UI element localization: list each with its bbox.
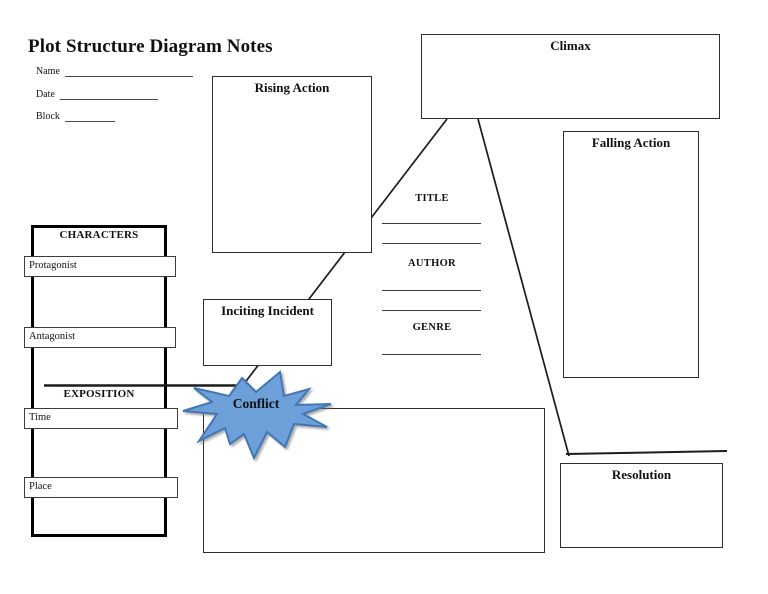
title-blank-line-1: [382, 223, 481, 224]
conflict-notes-box: [203, 408, 545, 553]
exposition-heading: EXPOSITION: [63, 388, 135, 400]
characters-heading: CHARACTERS: [59, 229, 139, 241]
genre-label: GENRE: [412, 322, 452, 333]
author-label: AUTHOR: [408, 258, 456, 269]
resolution-line: [565, 450, 728, 455]
block-label: Block: [36, 111, 60, 122]
inciting-incident-box: Inciting Incident: [203, 299, 332, 366]
falling-action-label: Falling Action: [591, 135, 671, 150]
author-blank-line-2: [382, 310, 481, 311]
conflict-label: Conflict: [232, 396, 280, 411]
title-label: TITLE: [415, 193, 449, 204]
climax-label: Climax: [550, 38, 591, 53]
falling-action-box: Falling Action: [563, 131, 699, 378]
rising-action-box: Rising Action: [212, 76, 372, 253]
genre-blank-line: [382, 354, 481, 355]
falling-action-line: [477, 118, 570, 457]
name-blank-line: [64, 64, 193, 77]
name-label: Name: [36, 66, 60, 77]
place-field: Place: [24, 477, 178, 498]
block-field-row: Block: [36, 109, 115, 122]
date-field-row: Date: [36, 87, 158, 100]
inciting-incident-label: Inciting Incident: [221, 303, 314, 318]
resolution-box: Resolution: [560, 463, 723, 548]
protagonist-field: Protagonist: [24, 256, 176, 277]
date-blank-line: [59, 87, 158, 100]
rising-action-label: Rising Action: [254, 80, 330, 95]
time-field: Time: [24, 408, 178, 429]
title-blank-line-2: [382, 243, 481, 244]
name-field-row: Name: [36, 64, 193, 77]
author-blank-line-1: [382, 290, 481, 291]
climax-box: Climax: [421, 34, 720, 119]
antagonist-field: Antagonist: [24, 327, 176, 348]
resolution-label: Resolution: [611, 467, 672, 482]
block-blank-line: [64, 109, 115, 122]
page-title: Plot Structure Diagram Notes: [28, 36, 273, 57]
date-label: Date: [36, 89, 55, 100]
